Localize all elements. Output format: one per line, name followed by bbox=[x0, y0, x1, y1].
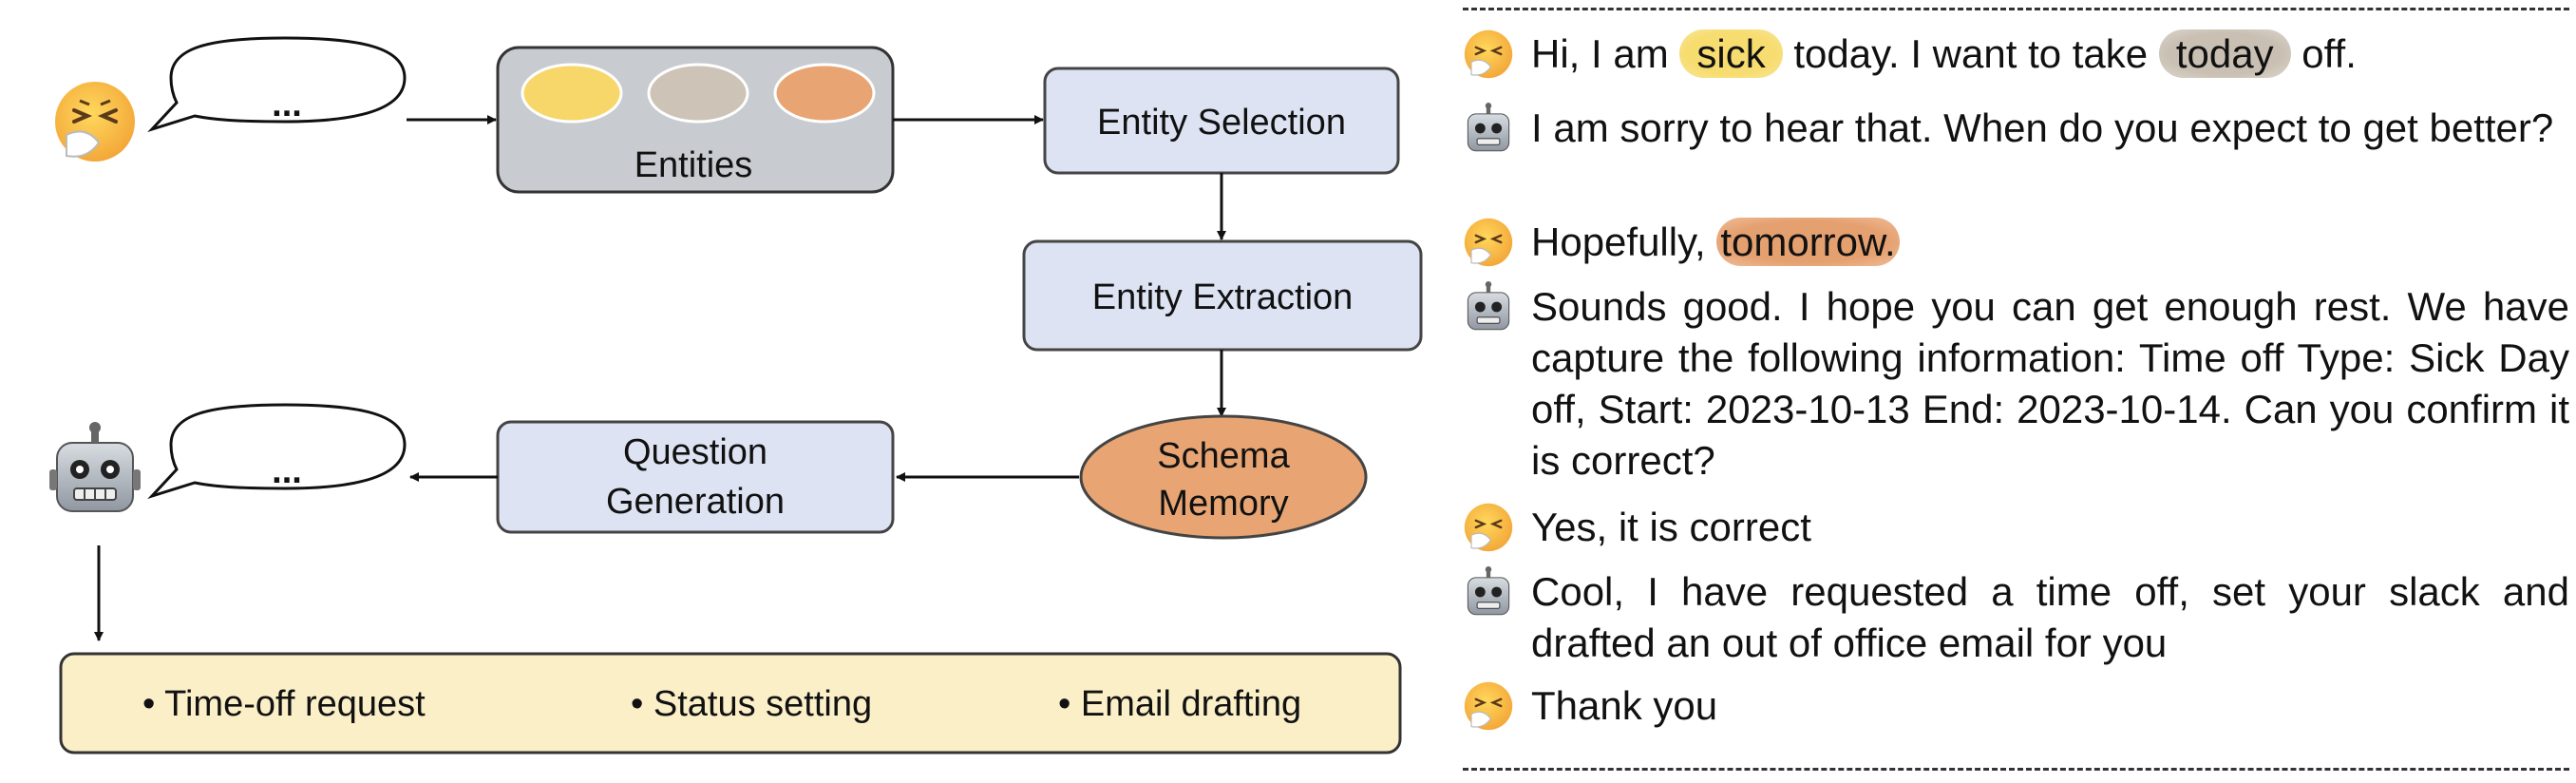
text-segment: off. bbox=[2301, 31, 2357, 76]
entities-label: Entities bbox=[635, 145, 753, 185]
chat-message-text: Cool, I have requested a time off, set y… bbox=[1531, 569, 2569, 665]
entity-yellow bbox=[521, 63, 623, 124]
chat-transcript: Hi, I am sick today. I want to take toda… bbox=[1463, 0, 2576, 783]
sneezing-face-icon bbox=[1464, 503, 1513, 552]
text-segment: Hi, I am bbox=[1531, 31, 1669, 76]
entity-extraction-label: Entity Extraction bbox=[1092, 277, 1354, 317]
chat-message-text: Yes, it is correct bbox=[1531, 505, 1811, 549]
bottom-divider bbox=[1463, 768, 2569, 771]
chat-message-text: I am sorry to hear that. When do you exp… bbox=[1531, 105, 2554, 150]
chat-message-bot: Sounds good. I hope you can get enough r… bbox=[1463, 281, 2569, 487]
text-segment: Hopefully, bbox=[1531, 220, 1706, 264]
pipeline-diagram: ... Entities Entity Selection Entity Ext… bbox=[49, 36, 1423, 754]
entity-gray bbox=[647, 63, 749, 124]
chat-message-user: Hopefully, tomorrow. bbox=[1463, 217, 2569, 268]
action-time-off-request: • Time-off request bbox=[142, 684, 426, 724]
sneezing-face-icon bbox=[1464, 681, 1513, 731]
robot-face-icon bbox=[1467, 103, 1510, 152]
top-divider bbox=[1463, 8, 2569, 10]
schema-memory-label-line1: Schema bbox=[1157, 436, 1290, 476]
action-email-drafting: • Email drafting bbox=[1058, 684, 1301, 724]
entity-selection-label: Entity Selection bbox=[1097, 103, 1346, 143]
entity-orange bbox=[773, 63, 876, 124]
action-status-setting: • Status setting bbox=[631, 684, 872, 724]
chat-message-text: Hi, I am sick today. I want to take toda… bbox=[1531, 29, 2569, 80]
user-sneezing-face-icon bbox=[55, 82, 135, 162]
chat-message-bot: I am sorry to hear that. When do you exp… bbox=[1463, 103, 2569, 154]
chat-message-user: Thank you bbox=[1463, 680, 2569, 732]
chat-message-text: Sounds good. I hope you can get enough r… bbox=[1531, 284, 2569, 483]
highlight-entity-tomorrow: tomorrow. bbox=[1716, 218, 1900, 266]
chat-message-user: Yes, it is correct bbox=[1463, 502, 2569, 553]
schema-memory-label-line2: Memory bbox=[1158, 484, 1288, 524]
robot-face-icon bbox=[1467, 566, 1510, 616]
bot-bubble-text: ... bbox=[272, 451, 302, 491]
chat-message-user: Hi, I am sick today. I want to take toda… bbox=[1463, 29, 2569, 80]
bot-robot-face-icon bbox=[49, 422, 141, 512]
robot-face-icon bbox=[1467, 281, 1510, 331]
highlight-entity-today: today bbox=[2158, 29, 2291, 78]
chat-message-bot: Cool, I have requested a time off, set y… bbox=[1463, 566, 2569, 669]
sneezing-face-icon bbox=[1464, 218, 1513, 267]
question-generation-label-line1: Question bbox=[623, 432, 767, 472]
question-generation-label-line2: Generation bbox=[606, 482, 785, 522]
sneezing-face-icon bbox=[1464, 29, 1513, 79]
actions-box bbox=[59, 652, 1402, 754]
bot-speech-bubble bbox=[147, 403, 407, 500]
chat-message-text: Hopefully, tomorrow. bbox=[1531, 217, 2569, 268]
schema-memory-ellipse bbox=[1079, 414, 1368, 540]
user-speech-bubble bbox=[147, 36, 407, 133]
highlight-entity-sick: sick bbox=[1679, 29, 1783, 78]
text-segment: today. I want to take bbox=[1793, 31, 2149, 76]
chat-message-text: Thank you bbox=[1531, 683, 1718, 728]
user-bubble-text: ... bbox=[272, 85, 302, 124]
